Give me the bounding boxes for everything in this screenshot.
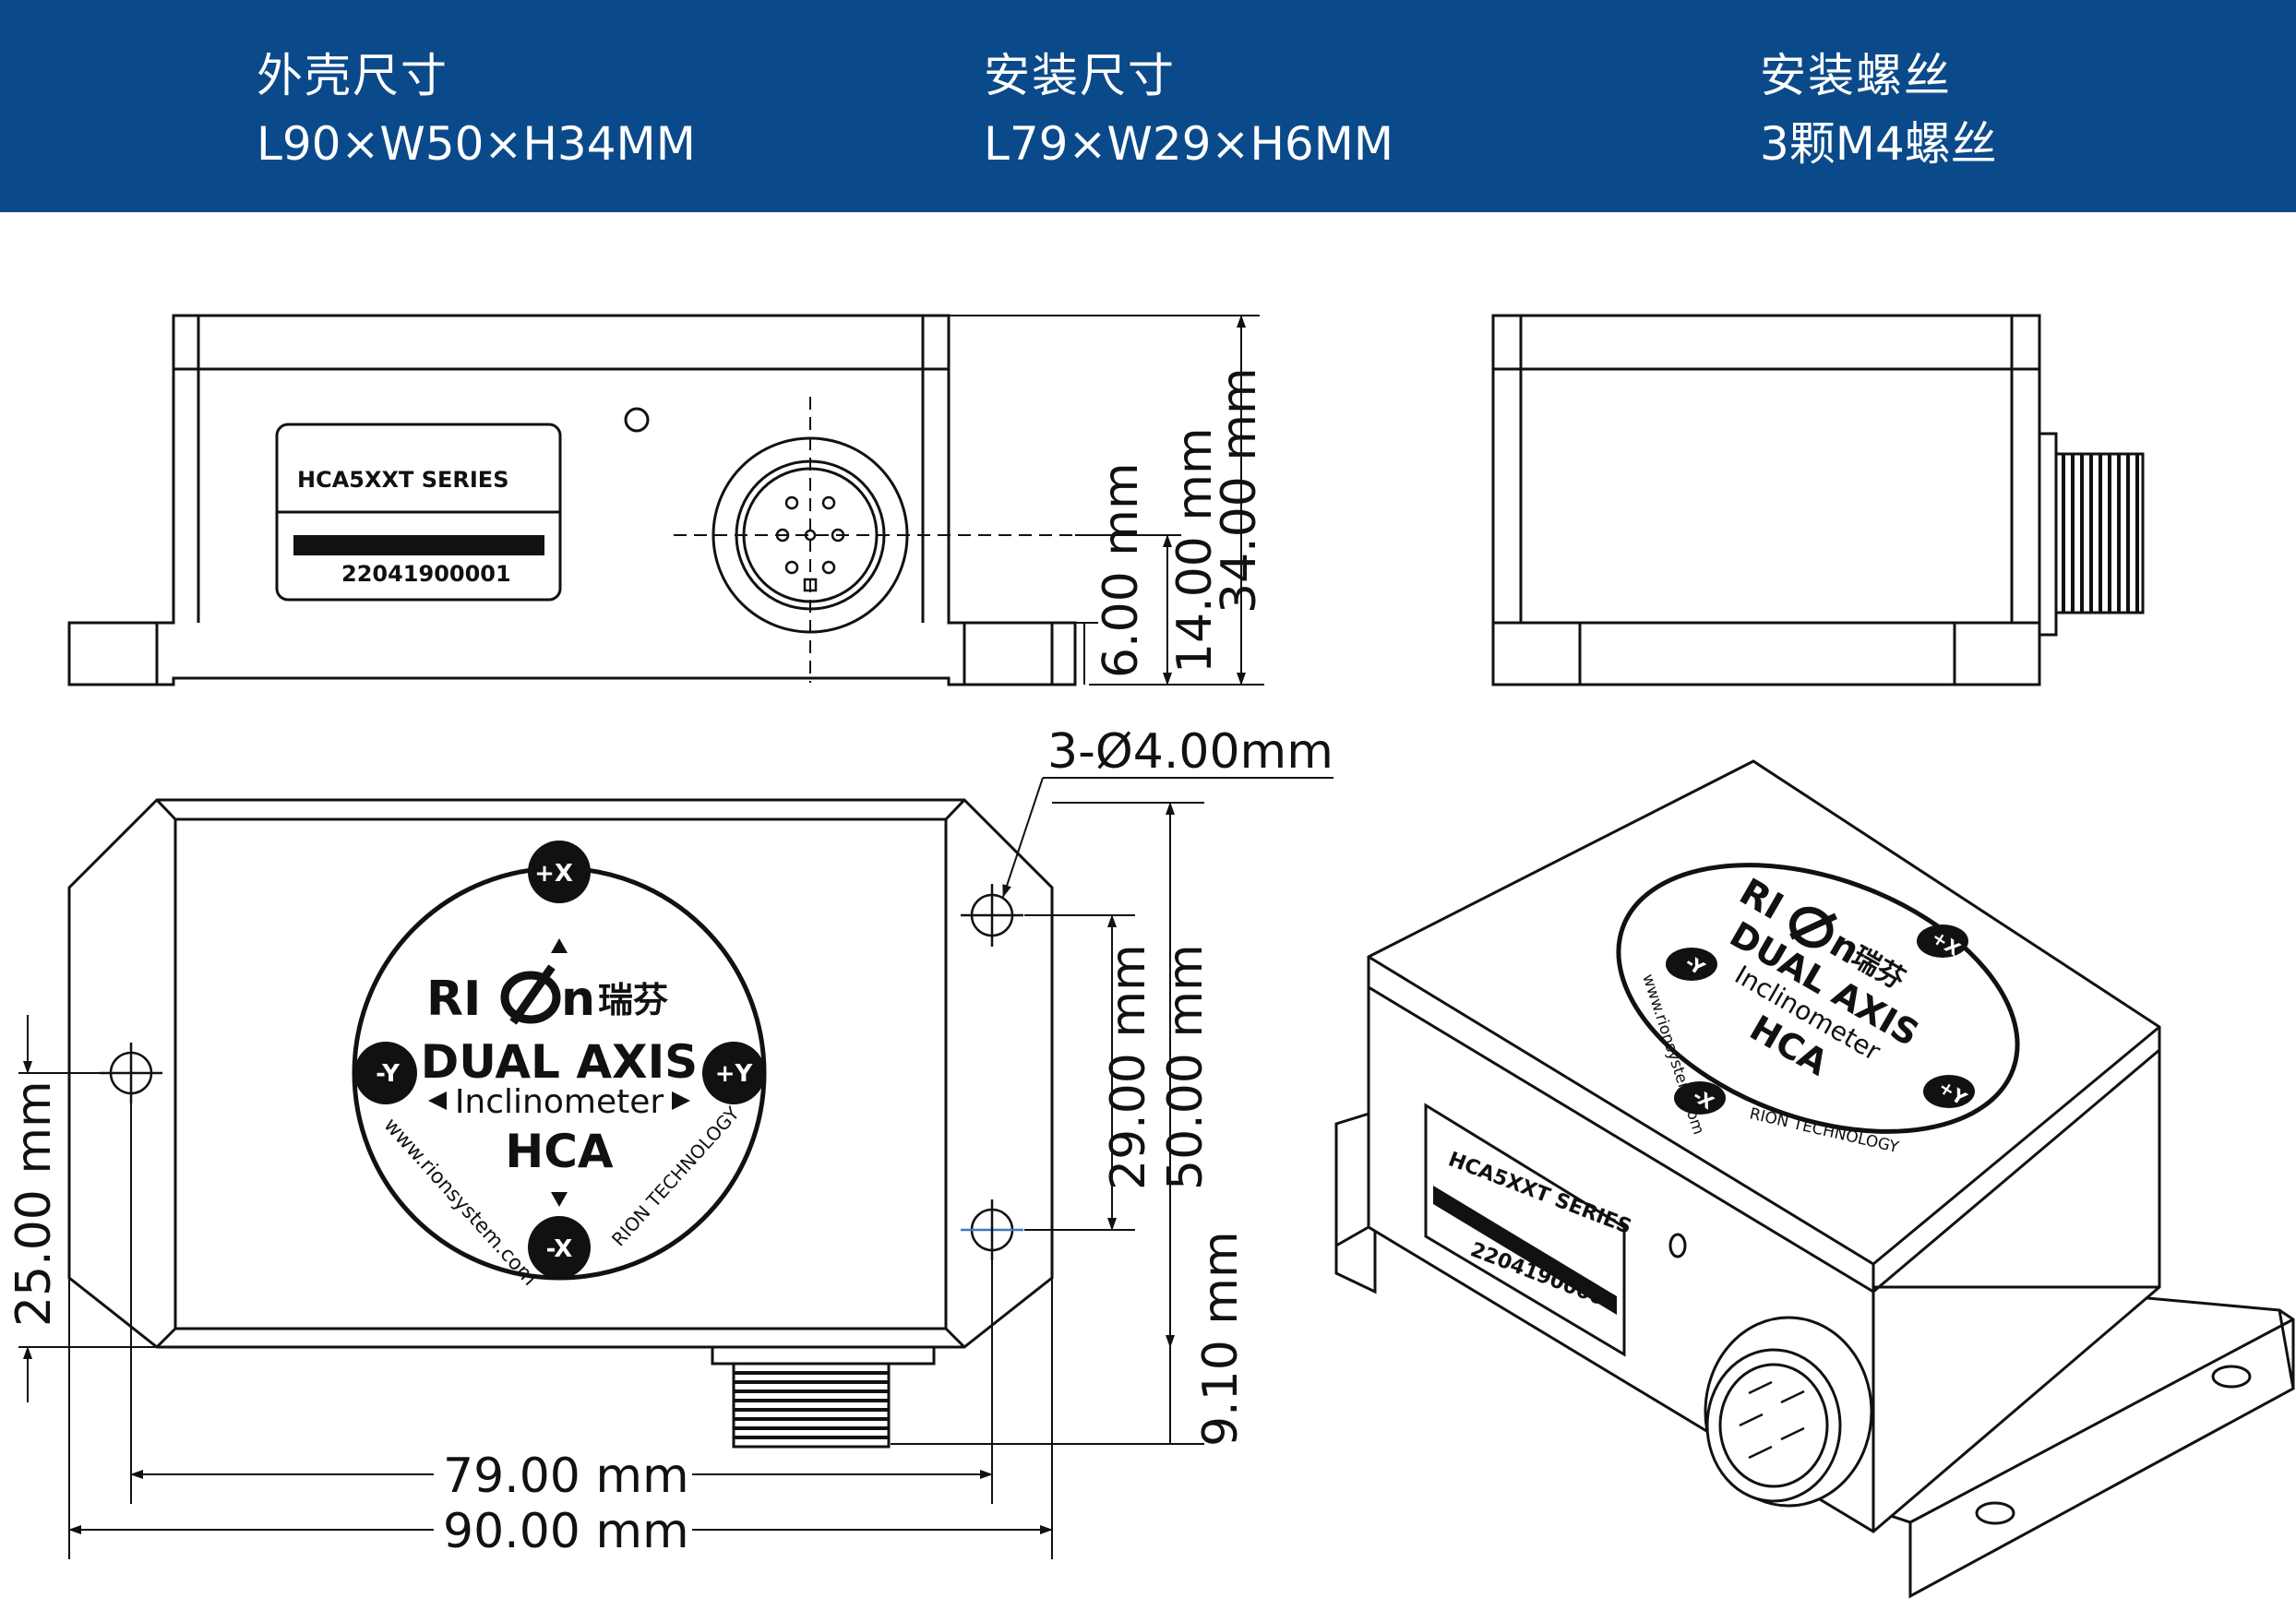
spec-housing-title: 外壳尺寸 bbox=[257, 49, 448, 102]
brand-text-end: n bbox=[561, 972, 595, 1027]
iso-product-label bbox=[1424, 1103, 1626, 1357]
top-connector-thread bbox=[732, 1362, 891, 1449]
side-thread-lines bbox=[2062, 454, 2139, 613]
front-barcode bbox=[293, 535, 544, 555]
side-view bbox=[1491, 314, 2145, 686]
spec-housing-value: L90×W50×H34MM bbox=[257, 117, 696, 171]
dim-width-50: 50.00 mm bbox=[1158, 944, 1214, 1190]
front-label-series: HCA5XXT SERIES bbox=[297, 467, 508, 493]
front-label-serial: 22041900001 bbox=[341, 561, 511, 587]
spec-housing: 外壳尺寸 L90×W50×H34MM bbox=[257, 48, 696, 172]
top-thread-lines bbox=[734, 1371, 889, 1439]
front-view: HCA5XXT SERIES 22041900001 bbox=[67, 314, 1264, 686]
axis-label-plus-y: +Y bbox=[715, 1060, 754, 1088]
dim-height-6: 6.00 mm bbox=[1094, 462, 1149, 678]
logo-title: DUAL AXIS bbox=[421, 1035, 698, 1089]
iso-brand-o-logo-icon bbox=[1788, 906, 1837, 948]
iso-view bbox=[1334, 759, 2295, 1599]
spec-mounting-title: 安装尺寸 bbox=[984, 49, 1176, 102]
dim-width-29: 29.00 mm bbox=[1101, 944, 1156, 1190]
spec-screws: 安装螺丝 3颗M4螺丝 bbox=[1760, 48, 1997, 172]
spec-screws-title: 安装螺丝 bbox=[1760, 49, 1952, 102]
logo-model: HCA bbox=[505, 1125, 614, 1178]
spec-screws-value: 3颗M4螺丝 bbox=[1760, 117, 1997, 171]
spec-mounting-value: L79×W29×H6MM bbox=[984, 117, 1394, 171]
top-view bbox=[18, 777, 1333, 1559]
axis-label-minus-y: -Y bbox=[376, 1060, 401, 1088]
dim-length-90: 90.00 mm bbox=[443, 1504, 689, 1559]
spec-header-bar: 外壳尺寸 L90×W50×H34MM 安装尺寸 L79×W29×H6MM 安装螺… bbox=[0, 0, 2296, 212]
axis-label-minus-x: -X bbox=[546, 1235, 573, 1263]
technical-drawing: HCA5XXT SERIES 22041900001 6.00 mm 14.00… bbox=[6, 314, 2295, 1599]
mounting-holes bbox=[100, 884, 1023, 1260]
brand-cn-text: 瑞芬 bbox=[598, 980, 668, 1020]
spec-mounting: 安装尺寸 L79×W29×H6MM bbox=[984, 48, 1393, 172]
dim-height-14: 14.00 mm bbox=[1167, 427, 1223, 674]
dim-length-9: 9.10 mm bbox=[1193, 1231, 1249, 1447]
axis-label-plus-x: +X bbox=[534, 860, 573, 888]
iso-logo-disc bbox=[1616, 863, 2020, 1134]
dim-length-25: 25.00 mm bbox=[6, 1080, 62, 1327]
brand-text: RI bbox=[426, 972, 481, 1027]
hole-callout: 3-Ø4.00mm bbox=[1047, 724, 1333, 780]
iso-barcode bbox=[1433, 1186, 1617, 1315]
brand-o-logo-icon bbox=[500, 964, 561, 1025]
dim-height-34: 34.00 mm bbox=[1212, 367, 1267, 614]
dim-length-79: 79.00 mm bbox=[443, 1449, 689, 1504]
logo-subtitle: Inclinometer bbox=[455, 1083, 664, 1121]
